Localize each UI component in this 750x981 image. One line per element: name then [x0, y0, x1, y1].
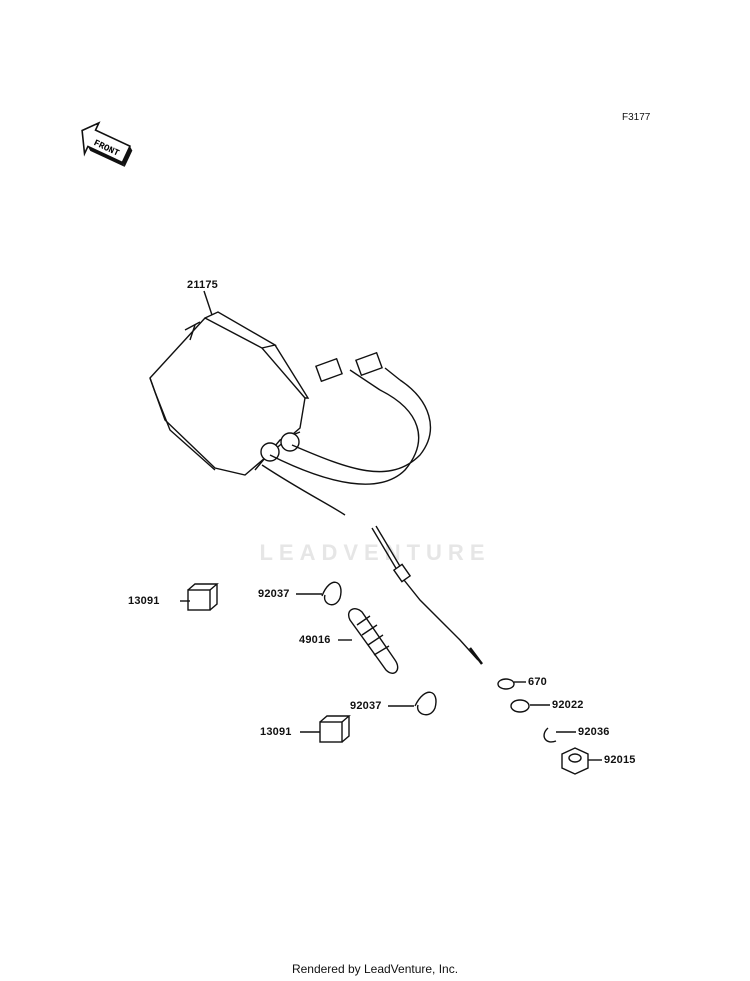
label-92036: 92036 — [578, 726, 610, 738]
control-unit-21175 — [149, 311, 310, 476]
figure-id: F3177 — [622, 112, 651, 123]
wire-harness — [269, 351, 431, 485]
watermark: LEADVENTURE — [259, 540, 491, 565]
front-arrow-icon: FRONT — [81, 121, 133, 167]
label-13091-a: 13091 — [128, 595, 160, 607]
label-13091-b: 13091 — [260, 726, 292, 738]
cable — [261, 464, 483, 665]
nut-92015 — [561, 747, 589, 775]
footer-credit: Rendered by LeadVenture, Inc. — [291, 962, 459, 976]
clip-92036 — [543, 727, 557, 743]
washer-92022 — [510, 699, 530, 713]
label-670: 670 — [528, 676, 547, 688]
o-ring-670 — [497, 678, 515, 690]
boot-49016 — [348, 608, 399, 674]
label-92015: 92015 — [604, 754, 636, 766]
label-92037-a: 92037 — [258, 588, 290, 600]
label-92037-b: 92037 — [350, 700, 382, 712]
clamp-92037-a — [321, 581, 342, 606]
clamp-92037-b — [414, 691, 437, 716]
holder-13091-b — [319, 715, 351, 743]
label-21175: 21175 — [187, 279, 218, 291]
label-49016: 49016 — [299, 634, 331, 646]
holder-13091-a — [187, 583, 219, 611]
label-92022: 92022 — [552, 699, 584, 711]
